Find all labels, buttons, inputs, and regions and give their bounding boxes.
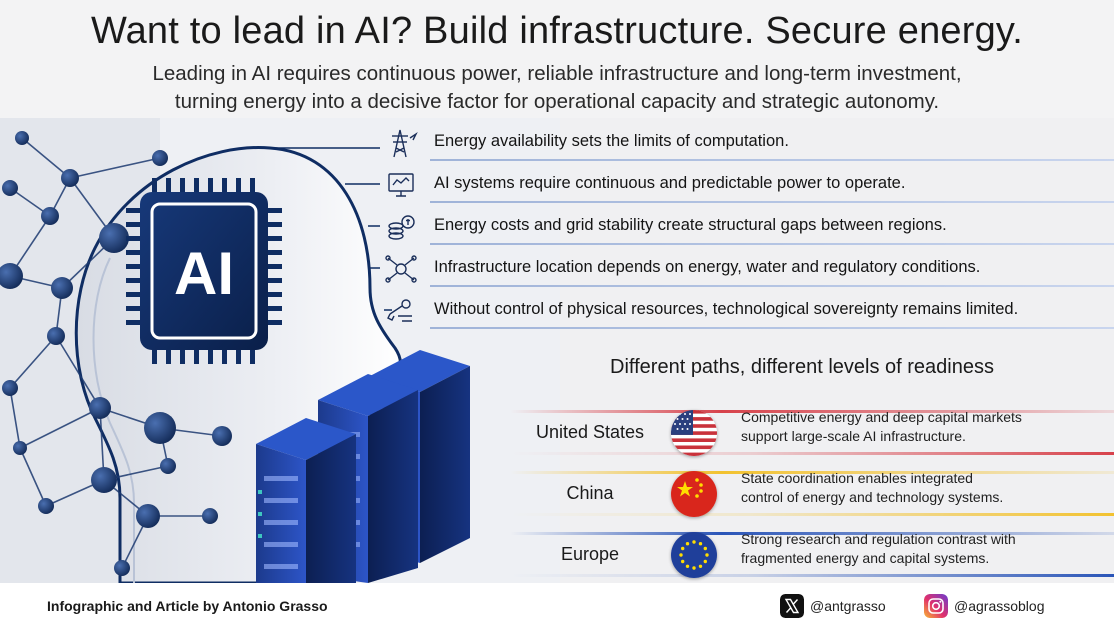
region-united-states: United States Competitive energy and dee…: [490, 408, 1114, 466]
fact-item: AI systems require continuous and predic…: [380, 166, 1114, 206]
china-flag-icon: [671, 471, 717, 517]
fact-item: Energy costs and grid stability create s…: [380, 208, 1114, 248]
region-europe: Europe Strong research and regulation co…: [490, 530, 1114, 588]
network-icon: [385, 255, 417, 283]
subtitle-line-1: Leading in AI requires continuous power,…: [152, 62, 962, 85]
region-description: Strong research and regulation contrast …: [741, 531, 1016, 566]
subtitle-line-2: turning energy into a decisive factor fo…: [174, 90, 940, 113]
instagram-handle: @agrassoblog: [954, 598, 1045, 614]
coins-icon: [388, 215, 415, 240]
fact-text: Infrastructure location depends on energ…: [434, 258, 981, 276]
wrench-icon: [387, 299, 412, 322]
page-title: Want to lead in AI? Build infrastructure…: [90, 10, 1024, 52]
region-china: China State coordination enables integra…: [490, 469, 1114, 527]
region-name: United States: [535, 422, 645, 442]
instagram-logo-icon: [924, 594, 948, 618]
server-racks: [256, 350, 470, 583]
power-tower-icon: [392, 129, 418, 158]
paths-title: Different paths, different levels of rea…: [610, 356, 994, 378]
monitor-icon: [388, 173, 414, 197]
region-name: China: [566, 483, 614, 503]
author-credit: Infographic and Article by Antonio Grass…: [47, 598, 328, 614]
ai-chip: [140, 192, 268, 350]
fact-text: Energy costs and grid stability create s…: [434, 216, 947, 234]
eu-flag-icon: [671, 532, 717, 578]
us-flag-icon: [671, 410, 717, 456]
ai-head-illustration: AI: [0, 118, 560, 583]
header: Want to lead in AI? Build infrastructure…: [0, 0, 1114, 118]
fact-text: Energy availability sets the limits of c…: [434, 132, 789, 150]
region-name: Europe: [560, 544, 620, 564]
fact-item: Infrastructure location depends on energ…: [380, 250, 1114, 290]
fact-text: Without control of physical resources, t…: [434, 300, 1019, 318]
fact-item: Without control of physical resources, t…: [380, 292, 1114, 332]
region-description: Competitive energy and deep capital mark…: [741, 409, 1022, 444]
page-subtitle: Leading in AI requires continuous power,…: [20, 60, 1094, 116]
x-handle: @antgrasso: [810, 598, 886, 614]
footer: Infographic and Article by Antonio Grass…: [0, 583, 1114, 627]
ai-chip-label: AI: [174, 240, 234, 307]
region-description: State coordination enables integrated co…: [741, 470, 1004, 505]
fact-text: AI systems require continuous and predic…: [434, 174, 906, 192]
fact-item: Energy availability sets the limits of c…: [380, 124, 1114, 164]
x-logo-icon: [780, 594, 804, 618]
